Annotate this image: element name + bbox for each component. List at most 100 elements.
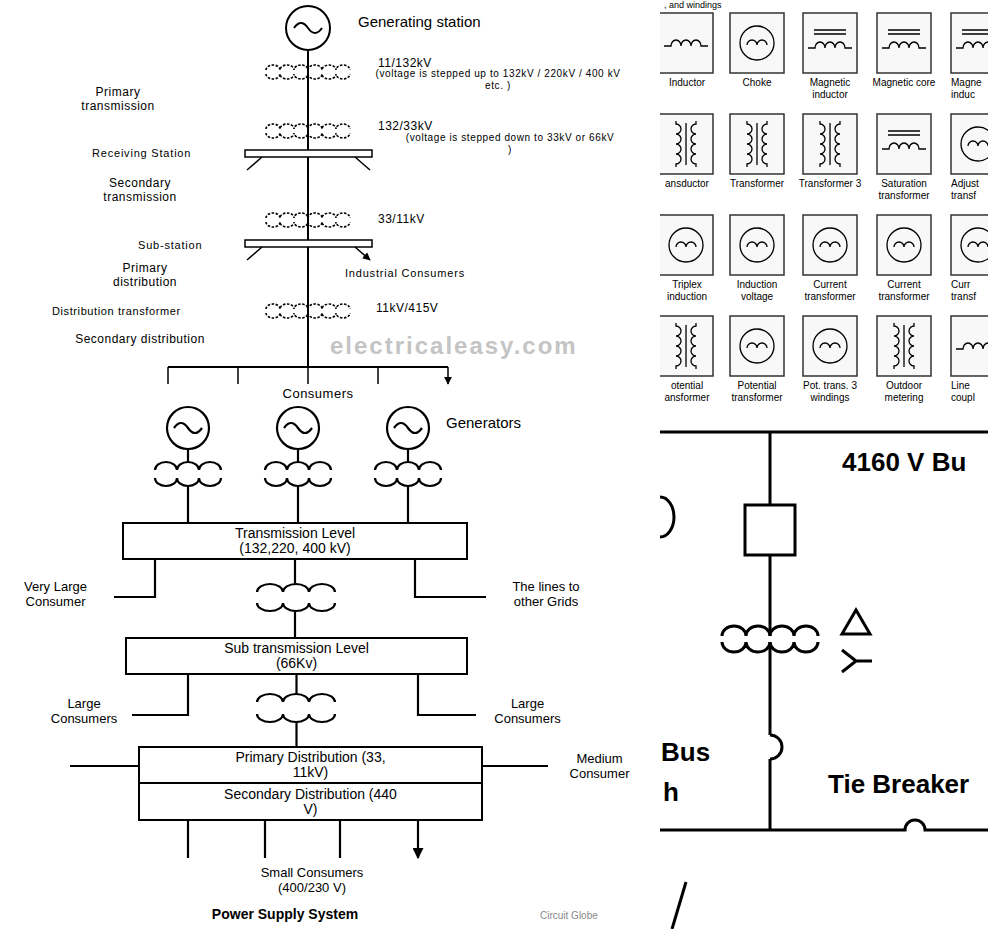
label-text: 11kV/415V (376, 302, 476, 316)
symbol-grid (877, 316, 931, 376)
label-text: 4160 V Bu (842, 448, 982, 478)
symbol-grid (730, 114, 784, 174)
symbol-grid (877, 215, 931, 275)
label-text: 33/11kV (378, 213, 468, 227)
generator-lead (188, 449, 408, 522)
label-text: Small Consumers (400/230 V) (237, 866, 387, 896)
breaker-arc (770, 735, 782, 759)
label-text: Secondary distribution (75, 333, 205, 347)
symbol-caption: Transformer (724, 178, 790, 190)
power-supply-art (70, 407, 548, 858)
symbol-grid (951, 316, 988, 376)
transformer-symbol (155, 462, 221, 470)
transformer-symbol (155, 462, 441, 722)
symbol-grid (877, 13, 931, 73)
symbol-caption: Adjust transf (951, 178, 985, 201)
label-text: (voltage is stepped up to 132kV / 220kV … (366, 68, 630, 91)
generator-symbol (286, 6, 330, 50)
label-text: Medium Consumer (552, 752, 647, 782)
credit-text: Circuit Globe (540, 910, 620, 922)
symbol-caption: Current transformer (871, 279, 937, 302)
transformer-symbol (266, 213, 350, 218)
symbol-caption: Choke (724, 77, 790, 89)
bus-diagram (660, 432, 988, 929)
label-text: Primary distribution (95, 262, 195, 290)
transformer-symbol (257, 694, 335, 702)
transformer-symbol (155, 478, 221, 486)
connector-line (294, 560, 296, 637)
symbol-caption: Outdoor metering (871, 380, 937, 403)
transformer-symbol (266, 65, 350, 70)
symbol-caption: Triplex induction (661, 279, 713, 302)
branch-arrow (247, 157, 370, 260)
bus-line (660, 431, 988, 434)
sine-wave (294, 23, 322, 33)
label-text: Consumers (258, 387, 378, 402)
delta-symbol (842, 610, 870, 634)
label-text: Power Supply System (160, 906, 410, 922)
transformer-symbol (266, 133, 350, 138)
symbol-caption: Induction voltage (724, 279, 790, 302)
symbol-grid (660, 316, 713, 376)
label-text: Secondary transmission (75, 177, 205, 205)
symbol-caption: Magne induc (951, 77, 985, 100)
transformer-symbol (722, 626, 818, 652)
wye-symbol (842, 650, 872, 672)
transformer-symbol (266, 222, 350, 227)
symbol-caption: otential ansformer (661, 380, 713, 403)
symbol-caption: Inductor (661, 77, 713, 89)
transformer-symbol (257, 714, 335, 722)
transformer-symbol (266, 304, 350, 309)
symbol-grid (660, 13, 988, 376)
cable-line (672, 882, 686, 929)
symbol-grid (730, 13, 784, 73)
level-box: Sub transmission Level (66Kv) (125, 637, 468, 675)
breaker-arc (660, 497, 674, 537)
symbol-caption: Magnetic inductor (797, 77, 863, 100)
symbol-grid (660, 13, 713, 73)
symbol-grid (951, 114, 988, 174)
transformer-symbol (265, 462, 331, 470)
label-text: Distribution transformer (52, 305, 252, 318)
sine-wave (174, 423, 422, 433)
label-text: The lines to other Grids (496, 580, 596, 610)
consumer-arrow (70, 558, 548, 858)
transformer-symbol (257, 603, 335, 611)
transformer-symbol (375, 478, 441, 486)
symbol-grid (803, 114, 857, 174)
bus-bar (245, 240, 372, 247)
symbol-grid (660, 114, 713, 174)
label-text: 132/33kV (378, 120, 468, 134)
box-text: Secondary Distribution (440 V) (223, 787, 398, 817)
level-box: Secondary Distribution (440 V) (138, 782, 483, 821)
label-text: Sub-station (138, 239, 238, 252)
consumer-arrow (168, 367, 448, 384)
bus-line (660, 820, 988, 830)
box-text: Transmission Level (132,220, 400 kV) (208, 526, 383, 556)
feeder-line (307, 50, 309, 367)
symbol-grid (951, 13, 988, 73)
label-text: Receiving Station (92, 147, 242, 160)
symbol-grid (951, 215, 988, 275)
transformer-symbol (266, 74, 350, 79)
level-box: Primary Distribution (33, 11kV) (138, 746, 483, 784)
label-text: Primary transmission (62, 86, 174, 114)
symbol-grid (803, 215, 857, 275)
label-text: Tie Breaker (828, 770, 986, 800)
symbol-caption: Current transformer (797, 279, 863, 302)
level-box: Transmission Level (132,220, 400 kV) (122, 522, 468, 560)
transformer-symbol (266, 313, 350, 318)
label-text: Large Consumers (480, 697, 575, 727)
symbol-caption: Transformer 3 (797, 178, 863, 190)
transformer-symbol (265, 478, 331, 486)
box-text: Primary Distribution (33, 11kV) (223, 750, 398, 780)
symbol-grid (877, 114, 931, 174)
transformer-symbol (266, 124, 350, 129)
symbol-caption: Pot. trans. 3 windings (797, 380, 863, 403)
symbol-caption: Curr transf (951, 279, 985, 302)
label-text: Industrial Consumers (345, 267, 525, 280)
label-text: h (663, 778, 703, 808)
label-text: Generators (446, 414, 566, 431)
watermark: electricaleasy.com (330, 332, 630, 360)
